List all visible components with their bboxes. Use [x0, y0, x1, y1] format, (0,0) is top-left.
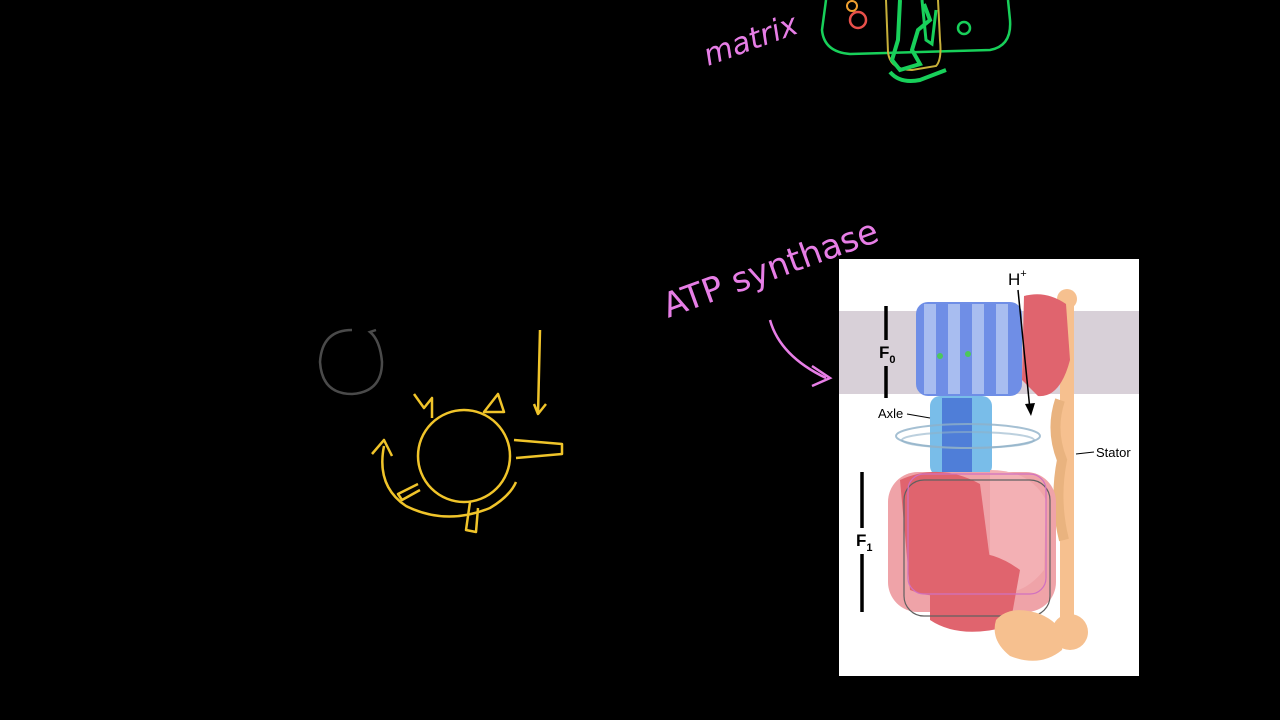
rotor-paddle-top [482, 392, 506, 414]
mitochondria-sketch: matrix [699, 0, 1012, 83]
rotor-circle [416, 408, 512, 504]
stator-base-protein [994, 610, 1064, 661]
f1-label: F1 [856, 531, 873, 554]
subunit-a [1022, 294, 1070, 397]
rotor-paddle-left [396, 482, 421, 502]
axle-label: Axle [878, 406, 903, 421]
f0-label: F0 [879, 343, 896, 366]
red-circle [848, 10, 868, 30]
axle-core [942, 398, 972, 474]
f0-ring [916, 302, 1022, 396]
orange-circle [846, 0, 858, 12]
green-small-circle [956, 20, 972, 36]
atp-synthase-figure: H+ F0 F1 Axle Stator [839, 259, 1139, 676]
proton-path [1017, 289, 1031, 411]
gray-circle-sketch [318, 328, 384, 396]
down-arrow [532, 329, 547, 416]
stator-leader [1075, 451, 1095, 455]
arrow-head [811, 364, 833, 388]
rotor-paddle-bottom [464, 501, 480, 534]
f0-label-bg [878, 340, 902, 366]
axle-leader [906, 413, 931, 419]
green-cristae [889, 0, 933, 73]
rotation-arrow-head [371, 438, 394, 457]
mitochondria-outline [820, 0, 1012, 56]
stator-label: Stator [1096, 445, 1131, 460]
rotation-arrow [381, 445, 518, 518]
pointer-arrow [768, 319, 827, 380]
matrix-label: matrix [699, 7, 803, 73]
f1-label-bg [854, 528, 878, 554]
stator-rod [1060, 296, 1074, 636]
rotor-paddle-right [513, 438, 564, 460]
f1-head [888, 470, 1056, 632]
rotation-ellipse-2 [901, 431, 1035, 449]
yellow-fold [885, 0, 942, 72]
proton-arrow-head [1025, 403, 1035, 416]
h-plus-label: H+ [1008, 268, 1027, 289]
green-tail [888, 68, 947, 83]
rotor-paddle-top-left [412, 393, 434, 418]
green-inner [920, 0, 938, 47]
stator-subunit [1050, 398, 1069, 542]
rotor-sketch [371, 329, 564, 534]
